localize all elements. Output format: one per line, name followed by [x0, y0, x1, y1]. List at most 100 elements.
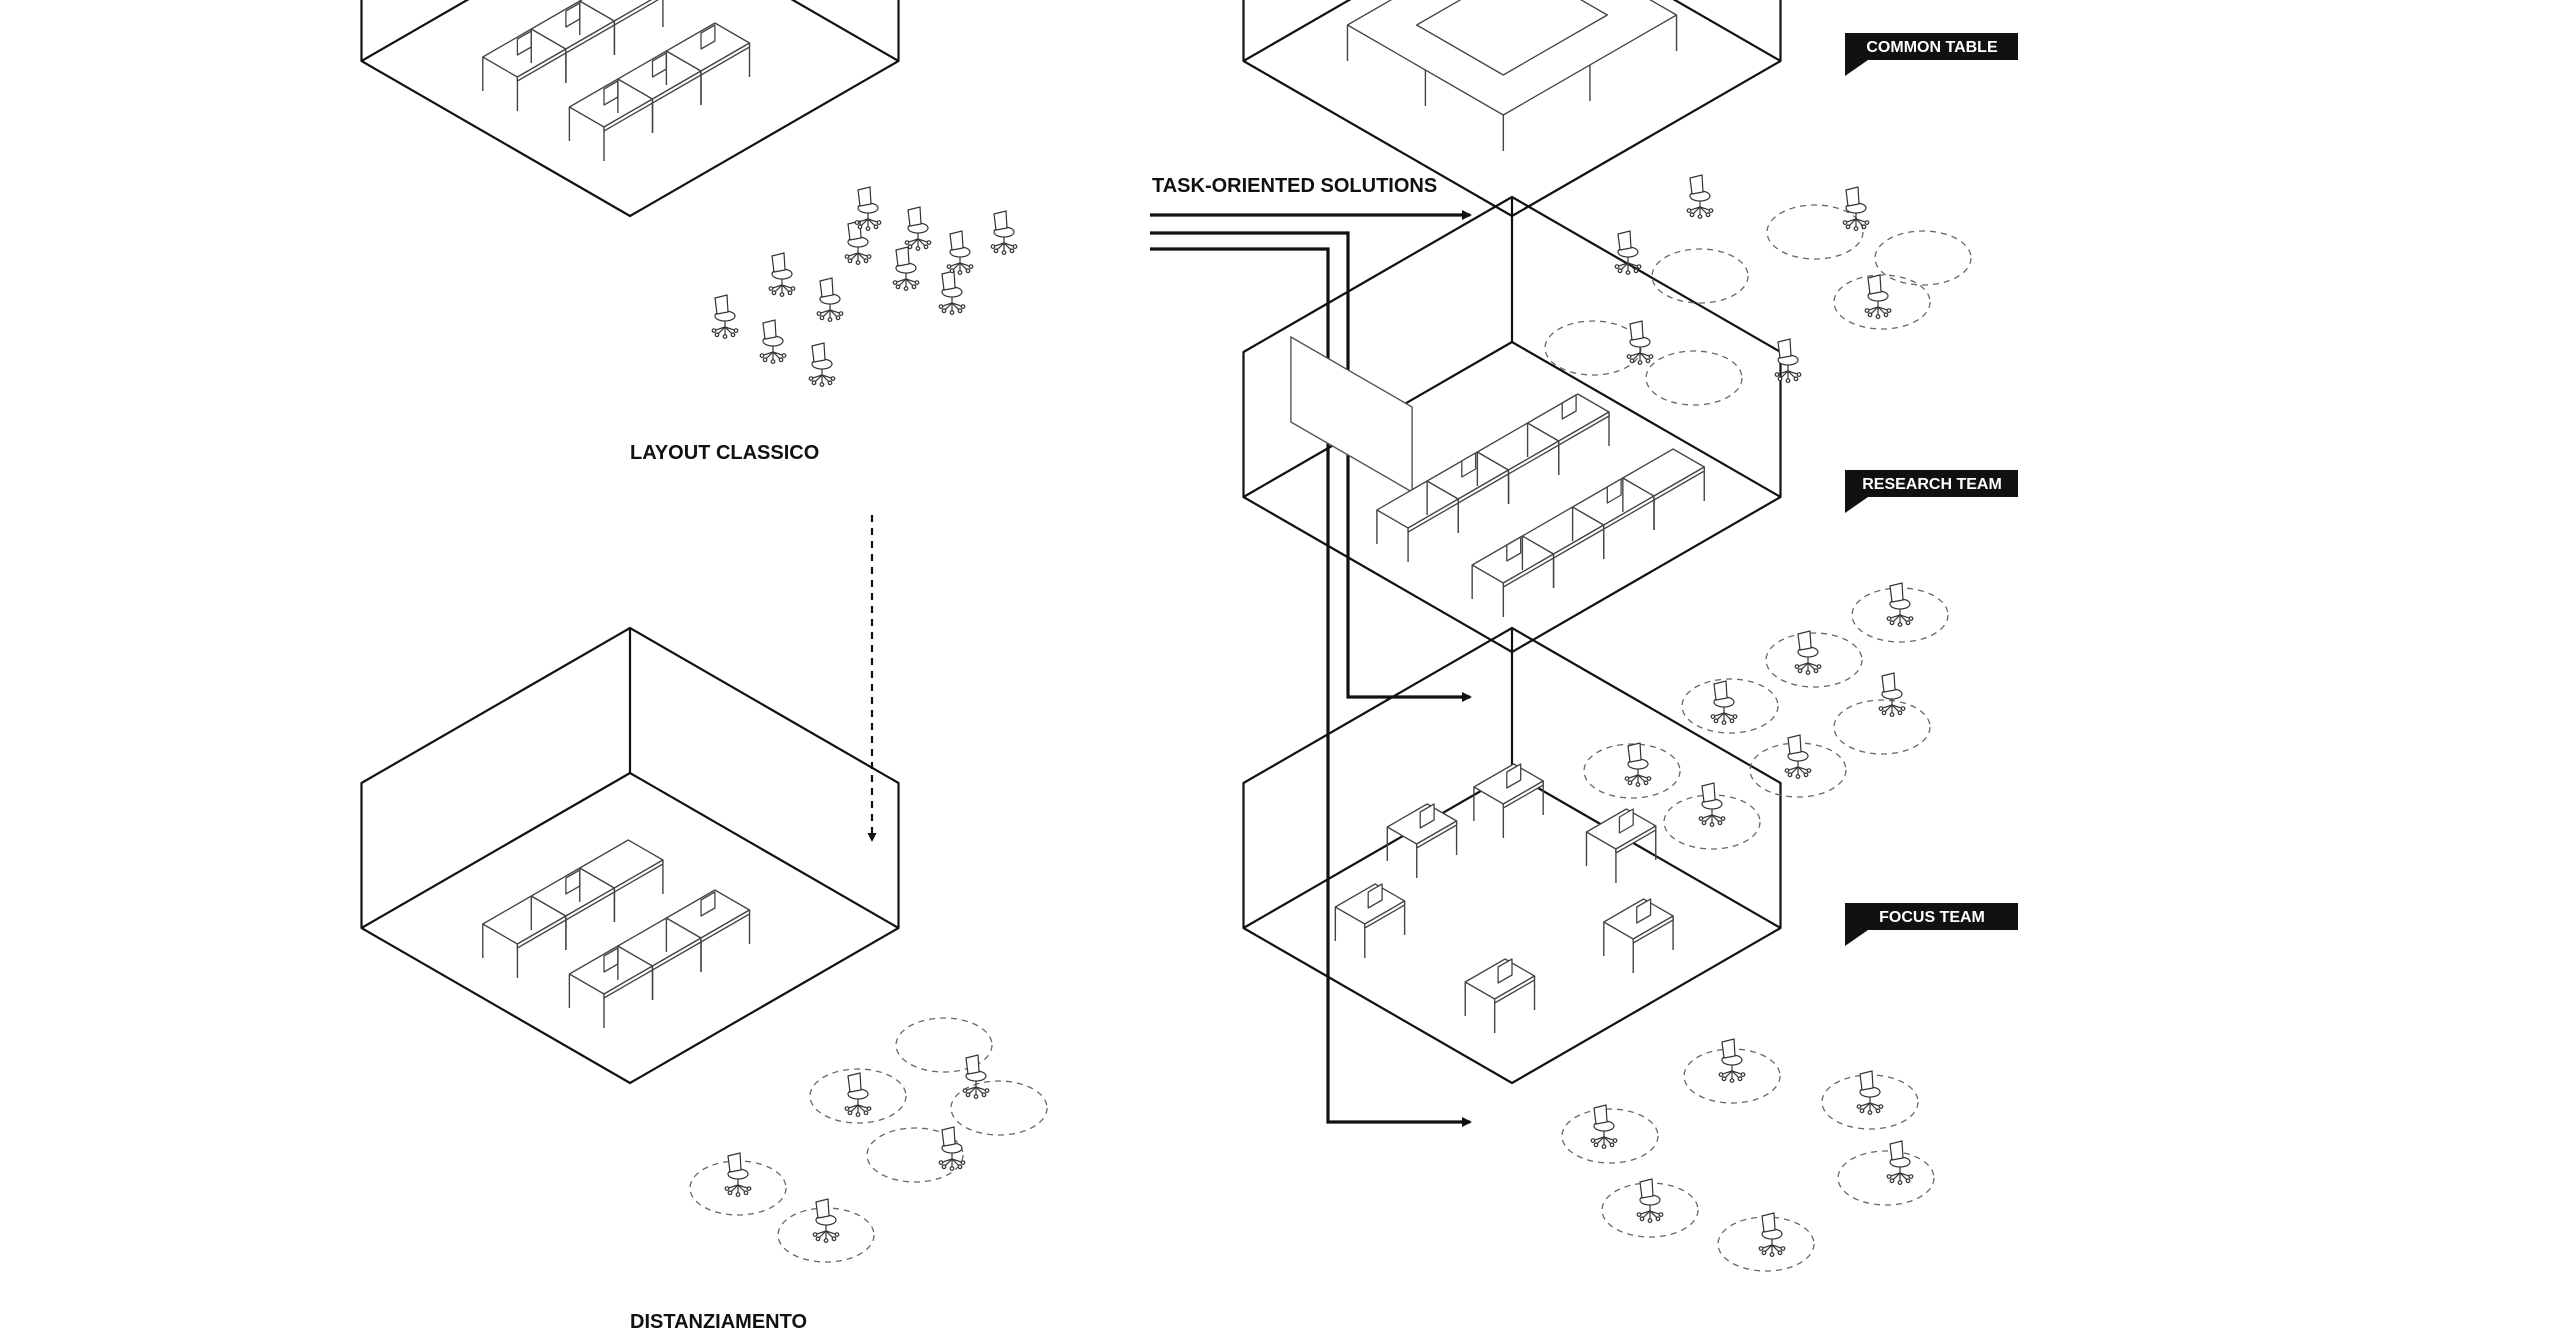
chair-wheel: [1845, 224, 1851, 230]
chair-wheel: [1777, 376, 1783, 382]
distancing-circle: [809, 1068, 907, 1124]
chair-wheel: [1897, 1180, 1903, 1185]
distancing-circle: [1874, 230, 1972, 286]
chair-back: [965, 1054, 980, 1075]
chair-wheel: [771, 290, 777, 296]
furniture-common-table: [1346, 0, 1972, 406]
office-chair: [1784, 734, 1812, 779]
chair-wheel: [926, 240, 932, 246]
tag-common-table: COMMON TABLE: [1845, 33, 2018, 76]
furniture-layout-classico: [482, 0, 1018, 388]
chair-wheel: [1777, 1250, 1783, 1256]
chair-wheel: [1637, 360, 1643, 366]
office-chair: [1842, 186, 1870, 232]
chair-wheel: [923, 244, 929, 250]
chair-wheel: [808, 376, 814, 382]
chair-wheel: [714, 332, 720, 338]
distancing-circle: [1833, 699, 1931, 755]
chair-wheel: [787, 290, 793, 296]
chair-wheel: [1816, 664, 1822, 669]
chair-wheel: [1780, 1246, 1786, 1251]
chair-wheel: [1636, 264, 1642, 270]
chair-wheel: [1908, 1174, 1914, 1179]
chair-wheel: [1737, 1076, 1743, 1082]
chair-wheel: [1717, 820, 1723, 826]
chair-wheel: [746, 1186, 752, 1191]
chair-wheel: [1859, 1108, 1865, 1114]
chair-back: [1777, 338, 1792, 359]
chair-wheel: [733, 328, 739, 334]
desk-edge: [1615, 825, 1657, 854]
office-chair: [844, 1072, 872, 1117]
chair-back: [1845, 186, 1860, 207]
monitor: [1419, 803, 1435, 829]
office-chair: [1686, 174, 1714, 220]
chair-wheel: [778, 357, 784, 363]
chair-wheel: [1658, 1212, 1664, 1217]
chair-back: [762, 319, 777, 340]
office-chair: [1698, 782, 1726, 827]
tag-research-team: RESEARCH TEAM: [1845, 470, 2018, 513]
chair-wheel: [1878, 1104, 1884, 1109]
chair-wheel: [1886, 308, 1892, 314]
chair-wheel: [960, 304, 966, 310]
chair-back: [1881, 672, 1896, 693]
office-chair: [759, 319, 787, 365]
chair-wheel: [857, 224, 863, 230]
chair-wheel: [1648, 354, 1654, 360]
chair-wheel: [830, 376, 836, 382]
chair-wheel: [949, 268, 955, 274]
chair-wheel: [1881, 710, 1887, 716]
chair-wheel: [762, 357, 768, 363]
chair-wheel: [1645, 358, 1651, 364]
monitor: [1506, 536, 1522, 562]
office-chair: [946, 230, 974, 276]
desk: [1622, 448, 1705, 530]
chair-back: [1617, 230, 1632, 251]
office-chair: [1886, 1140, 1914, 1185]
chair-wheel: [1646, 776, 1652, 781]
chair-wheel: [1721, 1076, 1727, 1082]
chair-wheel: [866, 1106, 872, 1111]
office-chair: [711, 294, 739, 340]
office-chair: [990, 210, 1018, 256]
desk-edge: [1416, 820, 1458, 849]
chair-back: [1689, 174, 1704, 195]
chair-wheel: [873, 224, 879, 230]
chair-back: [847, 1072, 862, 1093]
chair-wheel: [863, 1110, 869, 1116]
chair-wheel: [1001, 250, 1007, 256]
desk-edge: [1364, 900, 1406, 929]
chair-back: [1593, 1104, 1608, 1125]
room-distanziamento: [360, 626, 900, 1085]
chair-wheel: [1889, 712, 1895, 717]
monitor: [1636, 898, 1652, 924]
chair-back: [1761, 1212, 1776, 1233]
chair-wheel: [863, 258, 869, 264]
furniture-distanziamento: [482, 839, 1048, 1263]
chair-back: [811, 342, 826, 363]
chair-wheel: [1856, 1104, 1862, 1109]
office-chair: [812, 1198, 840, 1243]
chair-wheel: [1769, 1252, 1775, 1257]
office-chair: [1624, 742, 1652, 787]
chair-wheel: [1635, 782, 1641, 787]
desk: [579, 0, 664, 55]
chair-wheel: [1708, 208, 1714, 214]
chair-wheel: [1897, 622, 1903, 627]
chair-wheel: [1617, 268, 1623, 274]
chair-wheel: [1009, 248, 1015, 254]
chair-wheel: [711, 328, 717, 334]
chair-back: [1867, 274, 1882, 295]
chair-back: [857, 186, 872, 207]
chair-wheel: [941, 308, 947, 314]
desk-edge: [1494, 975, 1536, 1004]
chair-wheel: [816, 311, 822, 317]
chair-wheel: [903, 286, 909, 292]
chair-wheel: [960, 1160, 966, 1165]
chair-wheel: [1864, 220, 1870, 226]
chair-back: [941, 270, 956, 291]
chair-wheel: [1721, 720, 1727, 725]
chair-wheel: [949, 310, 955, 316]
office-chair: [1626, 320, 1654, 366]
